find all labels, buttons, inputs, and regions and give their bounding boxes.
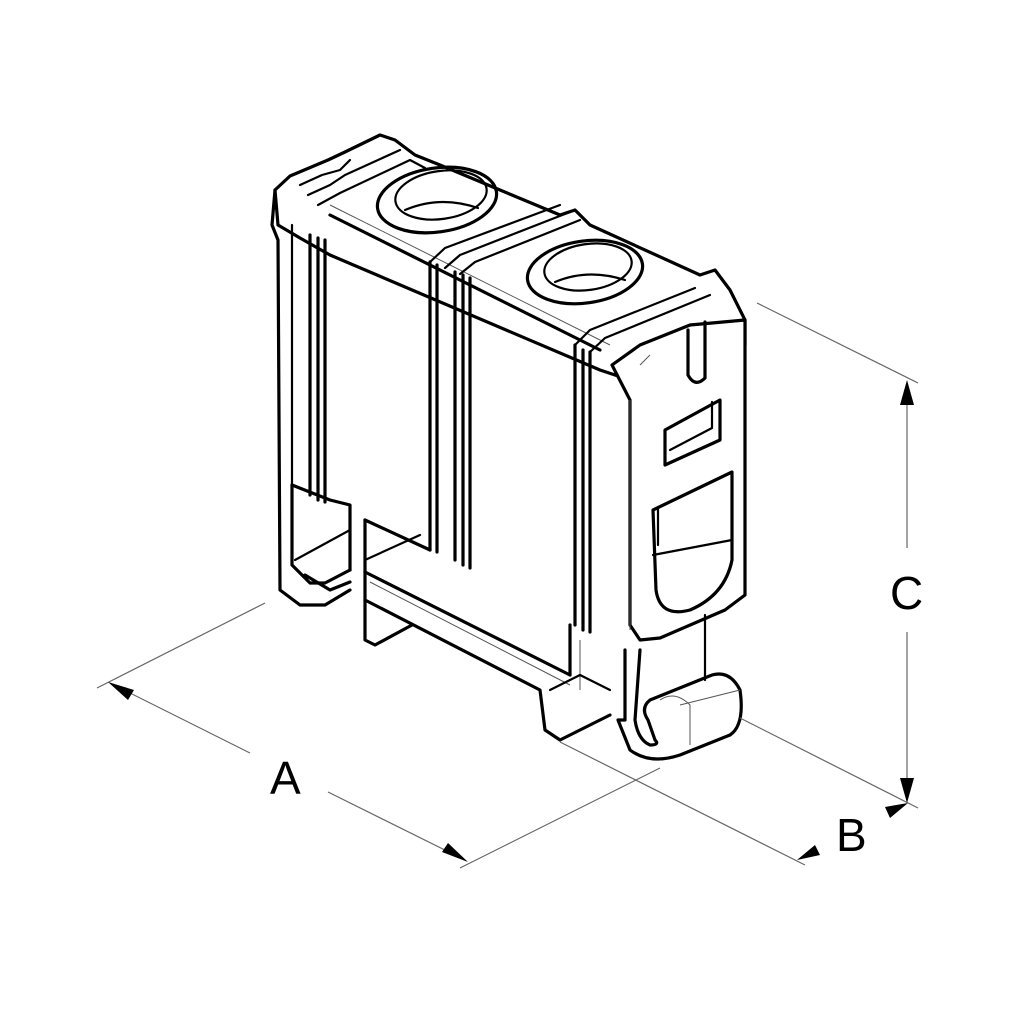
arrow-head-icon (900, 380, 914, 405)
dimension-label-a: A (270, 752, 301, 804)
dimension-label-c: C (890, 567, 924, 619)
arrow-head-icon (797, 845, 820, 860)
terminal-block-body (270, 133, 747, 761)
arrow-head-icon (442, 843, 468, 862)
dimension-c (756, 302, 919, 803)
arrow-head-icon (900, 778, 914, 803)
arrow-head-icon (108, 682, 134, 700)
arrow-head-icon (885, 803, 908, 818)
dimension-label-b: B (836, 809, 867, 861)
dimension-a (96, 602, 661, 869)
dimension-b (559, 717, 919, 866)
